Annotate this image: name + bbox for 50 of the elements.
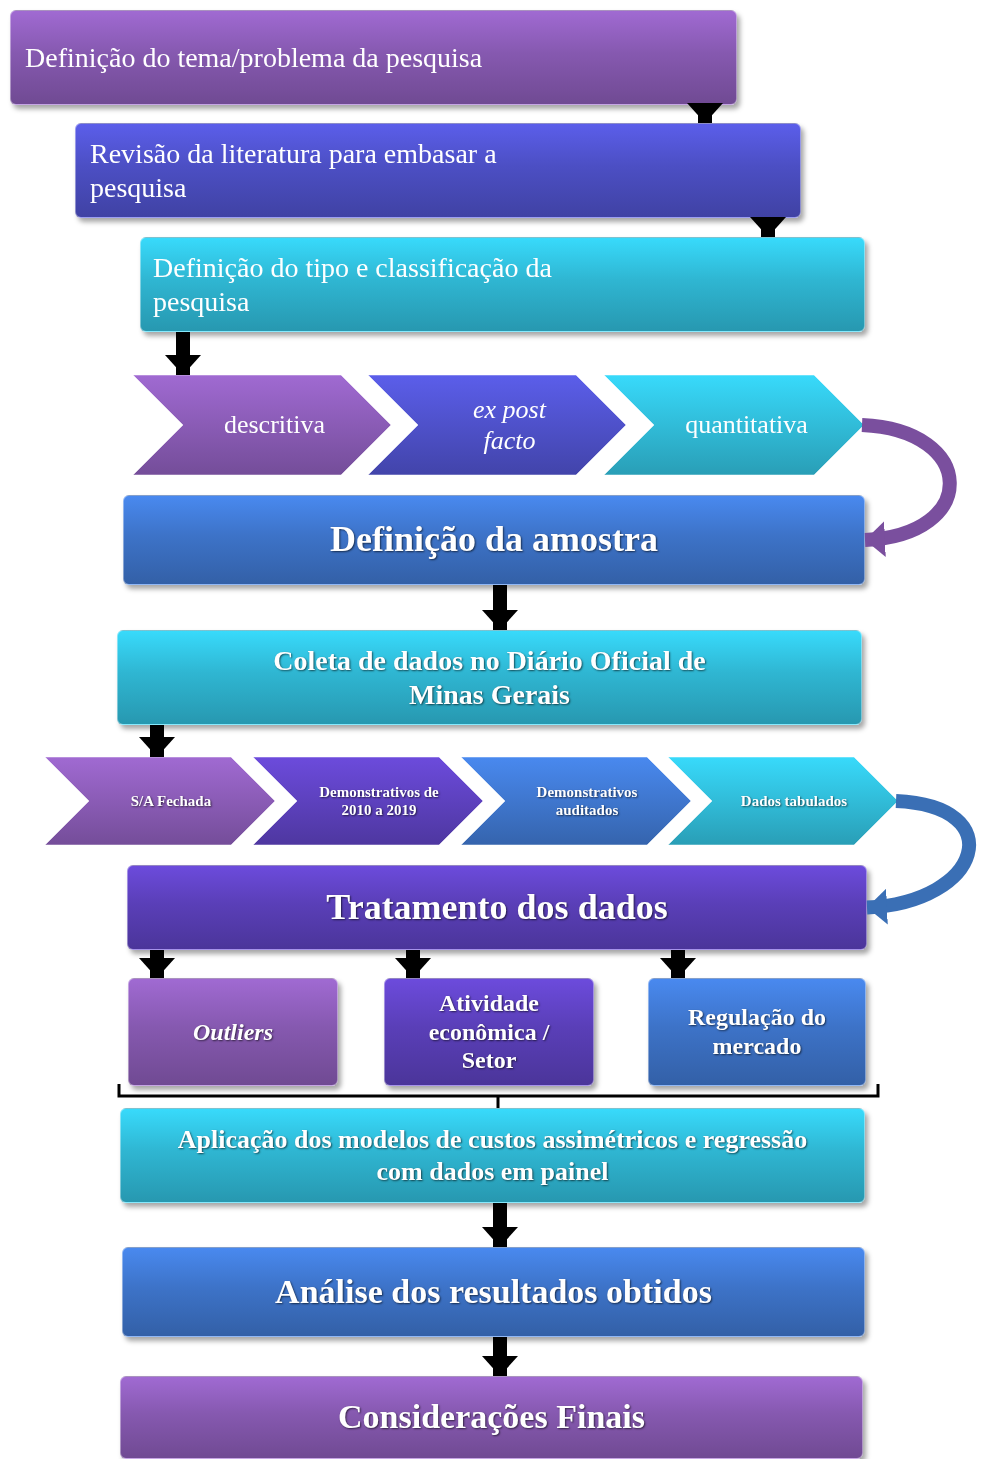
arrow	[482, 1337, 518, 1376]
process-box	[123, 495, 865, 585]
step-text: Tratamento dos dados	[326, 885, 668, 929]
step-text: Definição do tema/problema da pesquisa	[25, 40, 483, 75]
step-label: quantitativa	[685, 409, 808, 441]
arrow	[139, 950, 175, 978]
step-text: Regulação do mercado	[687, 1003, 827, 1061]
arrow	[687, 103, 723, 123]
step-text: Outliers	[193, 1017, 273, 1047]
process-box	[10, 10, 737, 105]
arrow	[165, 332, 201, 375]
step-label: descritiva	[223, 409, 326, 441]
chevron-step	[604, 375, 864, 475]
chevron-step	[668, 757, 898, 845]
step-text: Aplicação dos modelos de custos assimétricos e regressão com dados em painel	[176, 1124, 809, 1187]
step-text: Análise dos resultados obtidos	[275, 1271, 712, 1312]
arrow	[866, 794, 976, 924]
process-box	[128, 978, 338, 1086]
step-text: Considerações Finais	[338, 1397, 645, 1438]
chevron-step	[133, 375, 391, 475]
step-text: Atividade econômica / Setor	[427, 988, 551, 1076]
process-box	[384, 978, 594, 1086]
step-label: ex post facto	[472, 393, 548, 457]
process-box	[75, 123, 801, 218]
step-text: Revisão da literatura para embasar a pesquisa	[90, 136, 498, 205]
process-box	[140, 237, 865, 332]
step-label: Demonstrativos auditados	[535, 783, 639, 819]
chevron-step	[45, 757, 275, 845]
process-box	[122, 1247, 865, 1337]
arrow	[139, 725, 175, 757]
step-text: Definição da amostra	[330, 518, 658, 562]
process-box	[120, 1108, 865, 1203]
step-text: Coleta de dados no Diário Oficial de Minas Gerais	[272, 643, 707, 712]
process-box	[120, 1376, 863, 1459]
arrow	[482, 1203, 518, 1247]
step-text: Definição do tipo e classificação da pesquisa	[153, 250, 553, 319]
chevron-step	[368, 375, 626, 475]
arrow	[482, 585, 518, 630]
arrow	[750, 217, 786, 237]
arrow	[660, 950, 696, 978]
arrow	[861, 418, 957, 556]
process-box	[117, 630, 862, 725]
process-box	[127, 865, 867, 950]
step-label: S/A Fechada	[130, 792, 212, 810]
chevron-step	[253, 757, 483, 845]
step-label: Dados tabulados	[740, 792, 848, 810]
step-label: Demonstrativos de 2010 a 2019	[319, 783, 439, 819]
chevron-step	[461, 757, 691, 845]
arrow	[395, 950, 431, 978]
process-box	[648, 978, 866, 1086]
